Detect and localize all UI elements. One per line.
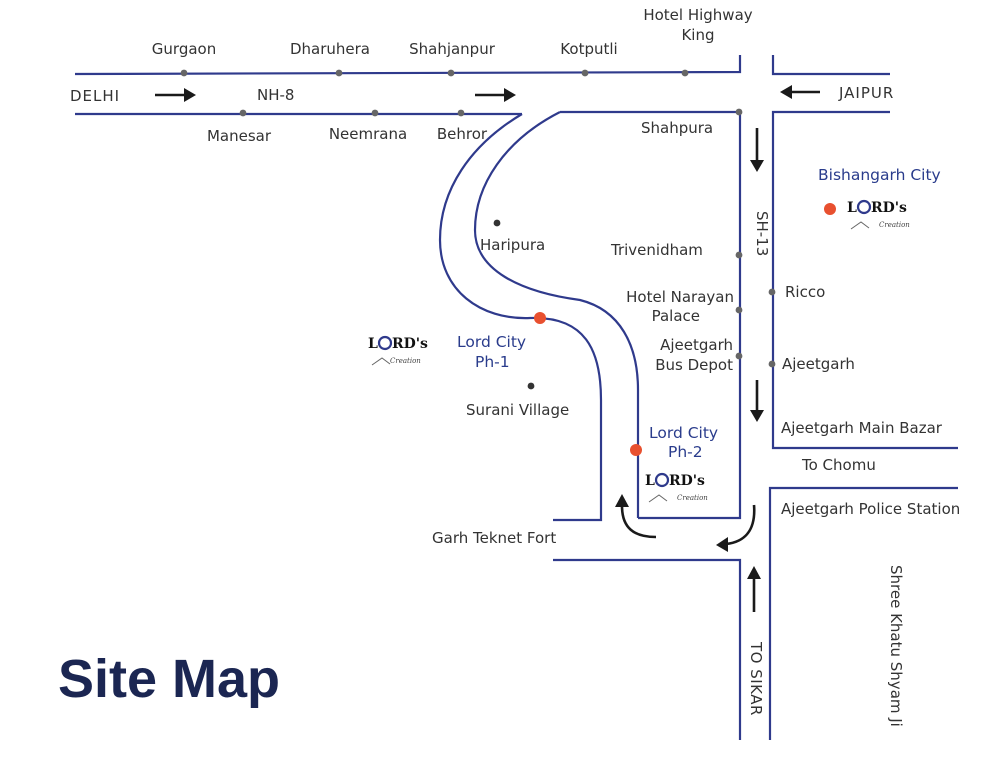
dot-gurgaon bbox=[180, 69, 188, 77]
label-lord-city-ph2-2: Ph-2 bbox=[668, 443, 703, 461]
arrow-down-2 bbox=[750, 380, 764, 422]
label-nh8: NH-8 bbox=[257, 86, 294, 104]
svg-text:RD's: RD's bbox=[392, 336, 428, 352]
nh8-north-edge-east bbox=[771, 55, 890, 76]
sh13-west-edge bbox=[560, 110, 742, 520]
direction-arrows bbox=[155, 85, 820, 612]
label-gurgaon: Gurgaon bbox=[152, 40, 216, 58]
label-garh-teknet-fort: Garh Teknet Fort bbox=[432, 529, 556, 547]
lords-logo-bishangarh: L RD's Creation bbox=[847, 199, 910, 230]
label-dharuhera: Dharuhera bbox=[290, 40, 370, 58]
arrow-down-1 bbox=[750, 128, 764, 172]
logo-o-ring bbox=[856, 199, 872, 215]
logo-o-ring bbox=[654, 472, 670, 488]
label-bus-depot-2: Bus Depot bbox=[655, 356, 733, 374]
label-manesar: Manesar bbox=[207, 127, 272, 145]
label-shree-khatu-shyam-ji: Shree Khatu Shyam Ji bbox=[887, 565, 905, 727]
site-markers bbox=[534, 203, 836, 456]
svg-text:RD's: RD's bbox=[669, 473, 705, 489]
svg-text:RD's: RD's bbox=[871, 200, 907, 216]
label-neemrana: Neemrana bbox=[329, 125, 407, 143]
page-title: Site Map bbox=[58, 649, 280, 709]
dot-shahjanpur bbox=[447, 69, 455, 77]
arrow-west-jaipur bbox=[780, 85, 820, 99]
svg-text:Creation: Creation bbox=[677, 494, 708, 502]
label-shahpura: Shahpura bbox=[641, 119, 713, 137]
label-kotputli: Kotputli bbox=[560, 40, 617, 58]
arrow-turn-west bbox=[716, 504, 756, 552]
sikar-road-east bbox=[768, 486, 958, 740]
dot-ricco bbox=[768, 288, 776, 296]
label-ajeetgarh: Ajeetgarh bbox=[782, 355, 855, 373]
svg-text:L: L bbox=[368, 336, 378, 352]
label-ricco: Ricco bbox=[785, 283, 825, 301]
label-ajeetgarh-police-station: Ajeetgarh Police Station bbox=[781, 500, 960, 518]
dot-hotel-highway-king bbox=[681, 69, 689, 77]
label-bus-depot-1: Ajeetgarh bbox=[660, 336, 733, 354]
label-behror: Behror bbox=[437, 125, 488, 143]
dot-surani-village bbox=[527, 382, 535, 390]
dot-haripura bbox=[493, 219, 501, 227]
label-hotel-highway-king-1: Hotel Highway bbox=[643, 6, 752, 24]
label-sh13: SH-13 bbox=[753, 211, 771, 256]
label-hotel-narayan-2: Palace bbox=[652, 307, 700, 325]
dot-hotel-narayan bbox=[735, 306, 743, 314]
label-lord-city-ph2-1: Lord City bbox=[649, 424, 718, 442]
label-to-chomu: To Chomu bbox=[801, 456, 876, 474]
lords-logo-ph1: L RD's Creation bbox=[368, 335, 428, 366]
svg-text:Creation: Creation bbox=[879, 221, 910, 229]
label-lord-city-ph1-1: Lord City bbox=[457, 333, 526, 351]
label-hotel-highway-king-2: King bbox=[681, 26, 714, 44]
dot-trivenidham bbox=[735, 251, 743, 259]
dot-kotputli bbox=[581, 69, 589, 77]
label-haripura: Haripura bbox=[480, 236, 545, 254]
label-trivenidham: Trivenidham bbox=[610, 241, 703, 259]
svg-text:L: L bbox=[847, 200, 857, 216]
road-network bbox=[74, 55, 958, 740]
sh13-east-edge bbox=[771, 110, 958, 450]
label-ajeetgarh-main-bazar: Ajeetgarh Main Bazar bbox=[781, 419, 943, 437]
marker-lord-city-ph2[interactable] bbox=[630, 444, 642, 456]
sikar-road-west bbox=[553, 558, 742, 740]
dot-dharuhera bbox=[335, 69, 343, 77]
marker-bishangarh-city[interactable] bbox=[824, 203, 836, 215]
dot-manesar bbox=[239, 109, 247, 117]
dot-shahpura bbox=[735, 108, 743, 116]
svg-text:L: L bbox=[645, 473, 655, 489]
label-jaipur: JAIPUR bbox=[838, 84, 894, 102]
dot-bus-depot bbox=[735, 352, 743, 360]
label-hotel-narayan-1: Hotel Narayan bbox=[626, 288, 734, 306]
label-to-sikar: TO SIKAR bbox=[747, 641, 765, 716]
label-shahjanpur: Shahjanpur bbox=[409, 40, 496, 58]
arrow-up-sikar bbox=[747, 566, 761, 612]
label-lord-city-ph1-2: Ph-1 bbox=[475, 353, 510, 371]
label-surani-village: Surani Village bbox=[466, 401, 569, 419]
svg-text:Creation: Creation bbox=[390, 357, 421, 365]
nh8-north-edge bbox=[74, 55, 742, 76]
arrow-east-2 bbox=[475, 88, 516, 102]
label-delhi: DELHI bbox=[70, 87, 120, 105]
arrow-turn-north bbox=[615, 494, 657, 539]
dot-behror bbox=[457, 109, 465, 117]
marker-lord-city-ph1[interactable] bbox=[534, 312, 546, 324]
dot-neemrana bbox=[371, 109, 379, 117]
logo-o-ring bbox=[377, 335, 393, 351]
dot-ajeetgarh bbox=[768, 360, 776, 368]
link-road-outer bbox=[438, 113, 603, 522]
lords-logo-ph2: L RD's Creation bbox=[645, 472, 708, 503]
arrow-east-1 bbox=[155, 88, 196, 102]
place-dots bbox=[180, 69, 776, 390]
label-bishangarh-city: Bishangarh City bbox=[818, 166, 941, 184]
link-road-inner bbox=[473, 111, 640, 518]
